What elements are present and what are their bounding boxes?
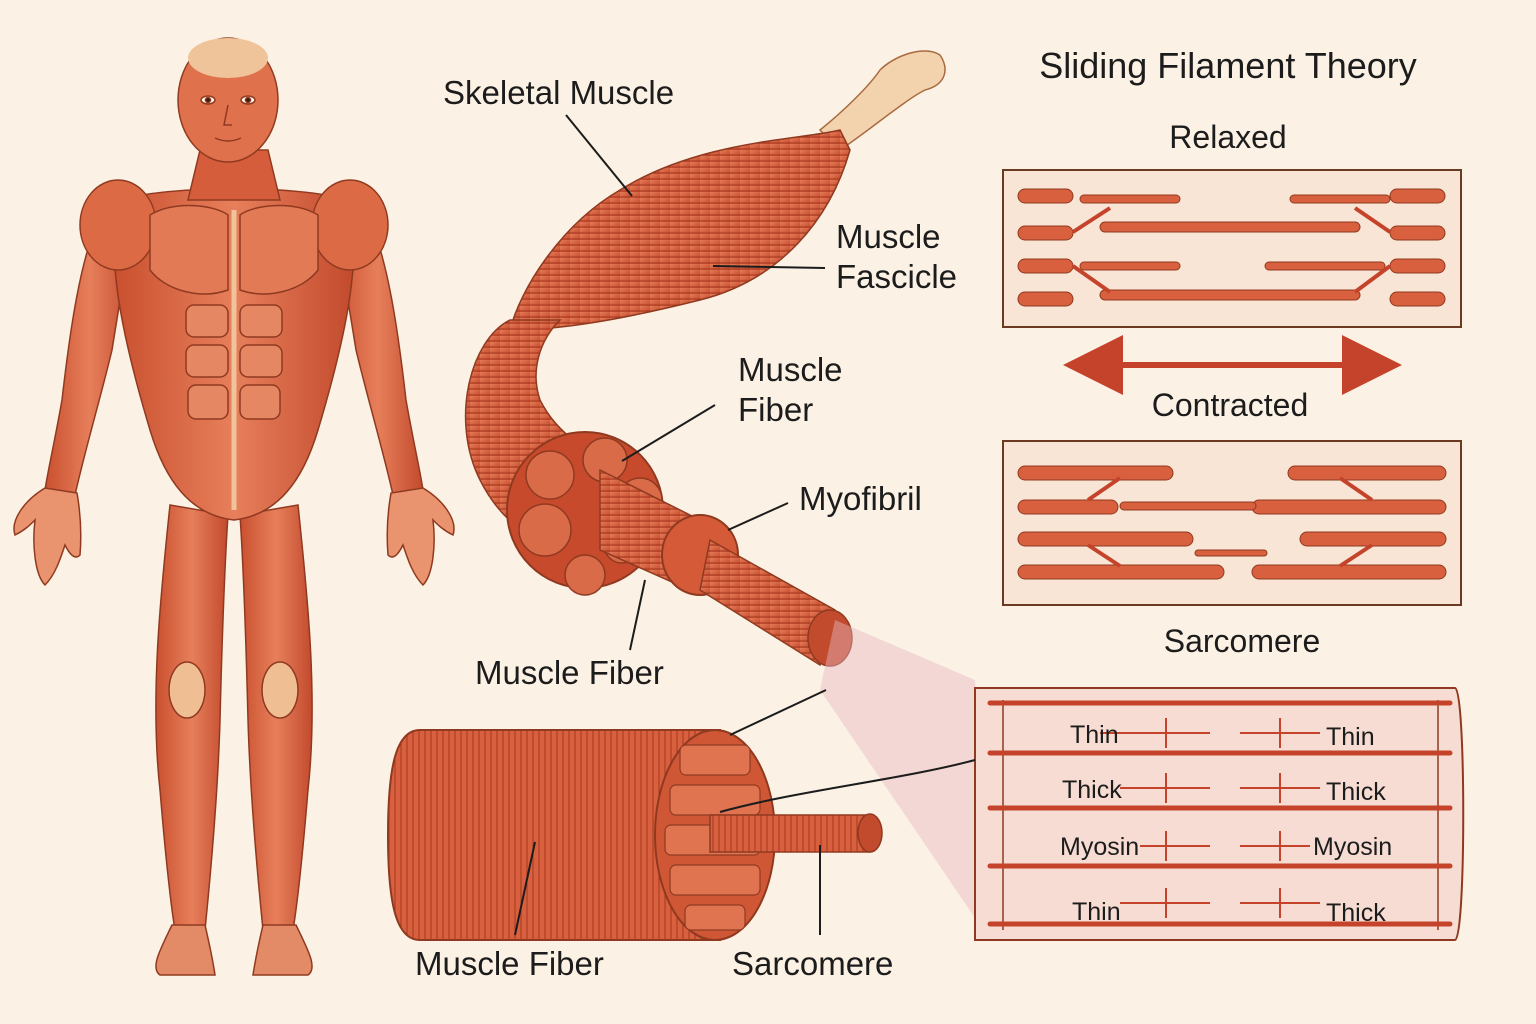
sarcomere-label-left-3: Myosin [1060, 833, 1139, 861]
sarcomere-label-right-4: Thick [1326, 899, 1386, 927]
human-muscle-figure [13, 37, 455, 976]
theory-title: Sliding Filament Theory [1039, 45, 1417, 86]
contracted-label: Contracted [1152, 387, 1309, 423]
label-fiber-line1: Muscle [738, 351, 843, 388]
sarcomere-detail-box: Thin Thick Myosin Thin Thin Thick Myosin… [974, 687, 1465, 941]
label-myofibril: Myofibril [799, 480, 922, 517]
relaxed-sarcomere-panel [1002, 169, 1462, 328]
relaxed-label: Relaxed [1169, 119, 1286, 155]
label-fiber-line2: Fiber [738, 391, 813, 428]
contracted-sarcomere-panel [1002, 440, 1462, 606]
label-muscle-fiber-mid: Muscle Fiber [475, 654, 664, 691]
label-skeletal-muscle: Skeletal Muscle [443, 74, 674, 111]
zoom-funnel [820, 620, 990, 940]
sarcomere-title: Sarcomere [1164, 623, 1321, 659]
label-sarcomere-bottom: Sarcomere [732, 945, 893, 982]
sarcomere-label-left-1: Thin [1070, 721, 1119, 749]
leader-lines [514, 114, 976, 936]
sarcomere-label-right-2: Thick [1326, 778, 1386, 806]
muscle-fiber-cylinder [386, 729, 883, 941]
label-fascicle-line1: Muscle [836, 218, 941, 255]
label-fascicle-line2: Fascicle [836, 258, 957, 295]
label-muscle-fiber-bottom: Muscle Fiber [415, 945, 604, 982]
sarcomere-label-left-4: Thin [1072, 898, 1121, 926]
sarcomere-label-left-2: Thick [1062, 776, 1122, 804]
sarcomere-label-right-3: Myosin [1313, 833, 1392, 861]
skeletal-muscle-illustration [464, 50, 946, 667]
sarcomere-label-right-1: Thin [1326, 723, 1375, 751]
